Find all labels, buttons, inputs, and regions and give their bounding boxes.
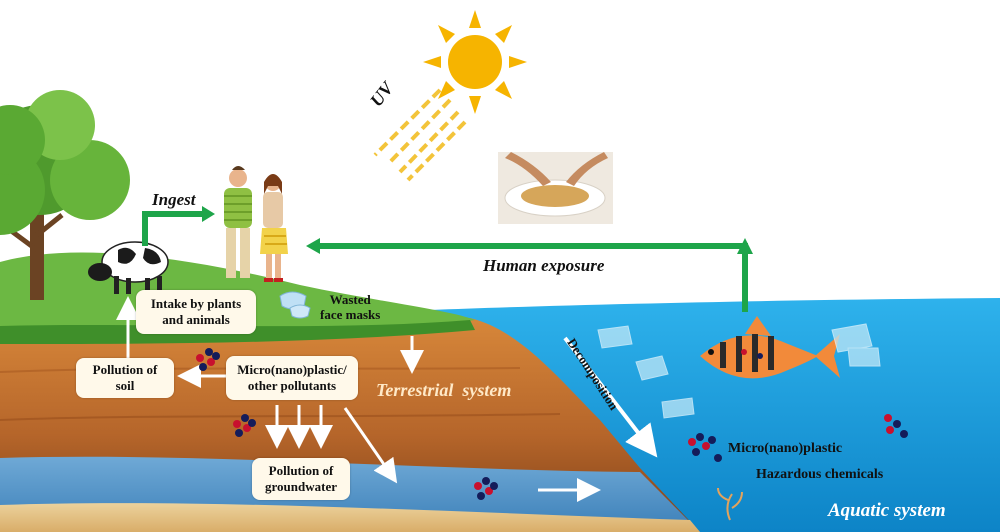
microplastic-cluster-icon bbox=[233, 414, 256, 437]
human-exposure-label: Human exposure bbox=[483, 256, 605, 275]
micro-pollutants-box: Micro(nano)plastic/ other pollutants bbox=[226, 356, 358, 400]
aquatic-system-label: Aquatic system bbox=[828, 500, 946, 521]
intake-box: Intake by plants and animals bbox=[136, 290, 256, 334]
groundwater-box: Pollution of groundwater bbox=[252, 458, 350, 500]
cow-icon bbox=[88, 241, 169, 294]
microplastic-cluster-icon bbox=[884, 414, 908, 438]
sprig-icon bbox=[717, 487, 743, 521]
tree-icon bbox=[0, 90, 130, 300]
uv-rays bbox=[373, 88, 467, 182]
people-icon bbox=[224, 166, 288, 282]
food-plate-icon bbox=[498, 152, 613, 224]
fish-icon bbox=[700, 316, 840, 379]
ingest-arrow bbox=[142, 211, 205, 246]
sun-icon bbox=[423, 10, 527, 114]
aquatic-microplastic-label: Micro(nano)plastic bbox=[728, 441, 843, 456]
sand-layer bbox=[0, 503, 700, 532]
face-mask-icon bbox=[279, 291, 311, 319]
ingest-label: Ingest bbox=[152, 190, 196, 209]
microplastic-cluster-icon bbox=[688, 433, 722, 462]
microplastic-cluster-icon bbox=[196, 348, 220, 371]
pollution-soil-box: Pollution of soil bbox=[76, 358, 174, 398]
white-arrows bbox=[116, 296, 658, 502]
wasted-masks-label: Wasted face masks bbox=[320, 292, 381, 322]
terrestrial-system-label: Terrestrial system bbox=[376, 380, 512, 400]
floating-plastics bbox=[597, 323, 881, 419]
hazardous-chemicals-label: Hazardous chemicals bbox=[756, 467, 884, 482]
microplastic-cluster-icon bbox=[474, 477, 498, 500]
